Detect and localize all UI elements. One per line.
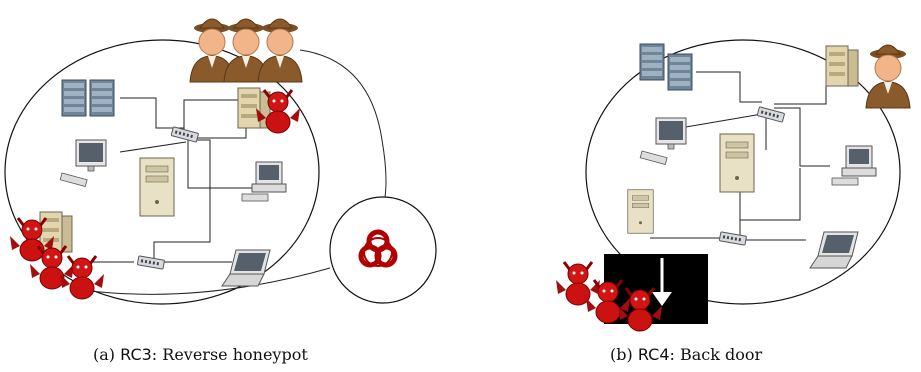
down-arrow-icon [652, 258, 672, 306]
panel-b [554, 39, 911, 333]
network-switch-icon [136, 255, 165, 270]
server-rack-icon [89, 79, 115, 117]
server-rack-icon [61, 79, 87, 117]
caption-code: RC3 [120, 345, 152, 364]
file-server-icon [825, 45, 859, 87]
detective-group-icon [189, 18, 303, 83]
detective-icon [865, 44, 911, 109]
caption-a: (a) RC3: Reverse honeypot [93, 345, 308, 364]
laptop-icon [809, 231, 859, 269]
network-switch-icon [756, 106, 786, 123]
caption-code: RC4 [637, 345, 670, 364]
desktop-monitor-icon [59, 139, 107, 187]
caption-b: (b) RC4: Back door [610, 345, 762, 364]
workstation-icon [831, 145, 877, 186]
tower-server-icon [719, 133, 755, 193]
caption-tag: (b) [610, 345, 633, 364]
biohazard-icon [358, 229, 398, 268]
network-switch-icon [718, 231, 747, 246]
caption-text: : Reverse honeypot [151, 345, 308, 364]
network-boundary-b [585, 39, 901, 305]
caption-tag: (a) [93, 345, 116, 364]
caption-text: : Back door [669, 345, 763, 364]
tower-server-icon [627, 189, 654, 234]
network-boundary-a [4, 39, 320, 305]
server-rack-icon [639, 43, 665, 81]
devil-icon [554, 260, 602, 307]
server-rack-icon [667, 53, 693, 91]
laptop-icon [221, 249, 271, 287]
workstation-icon [241, 161, 287, 202]
diagram-canvas [4, 18, 911, 333]
tower-server-icon [139, 157, 175, 217]
network-switch-icon [170, 126, 200, 143]
desktop-monitor-icon [639, 117, 687, 165]
panel-a [4, 18, 437, 305]
